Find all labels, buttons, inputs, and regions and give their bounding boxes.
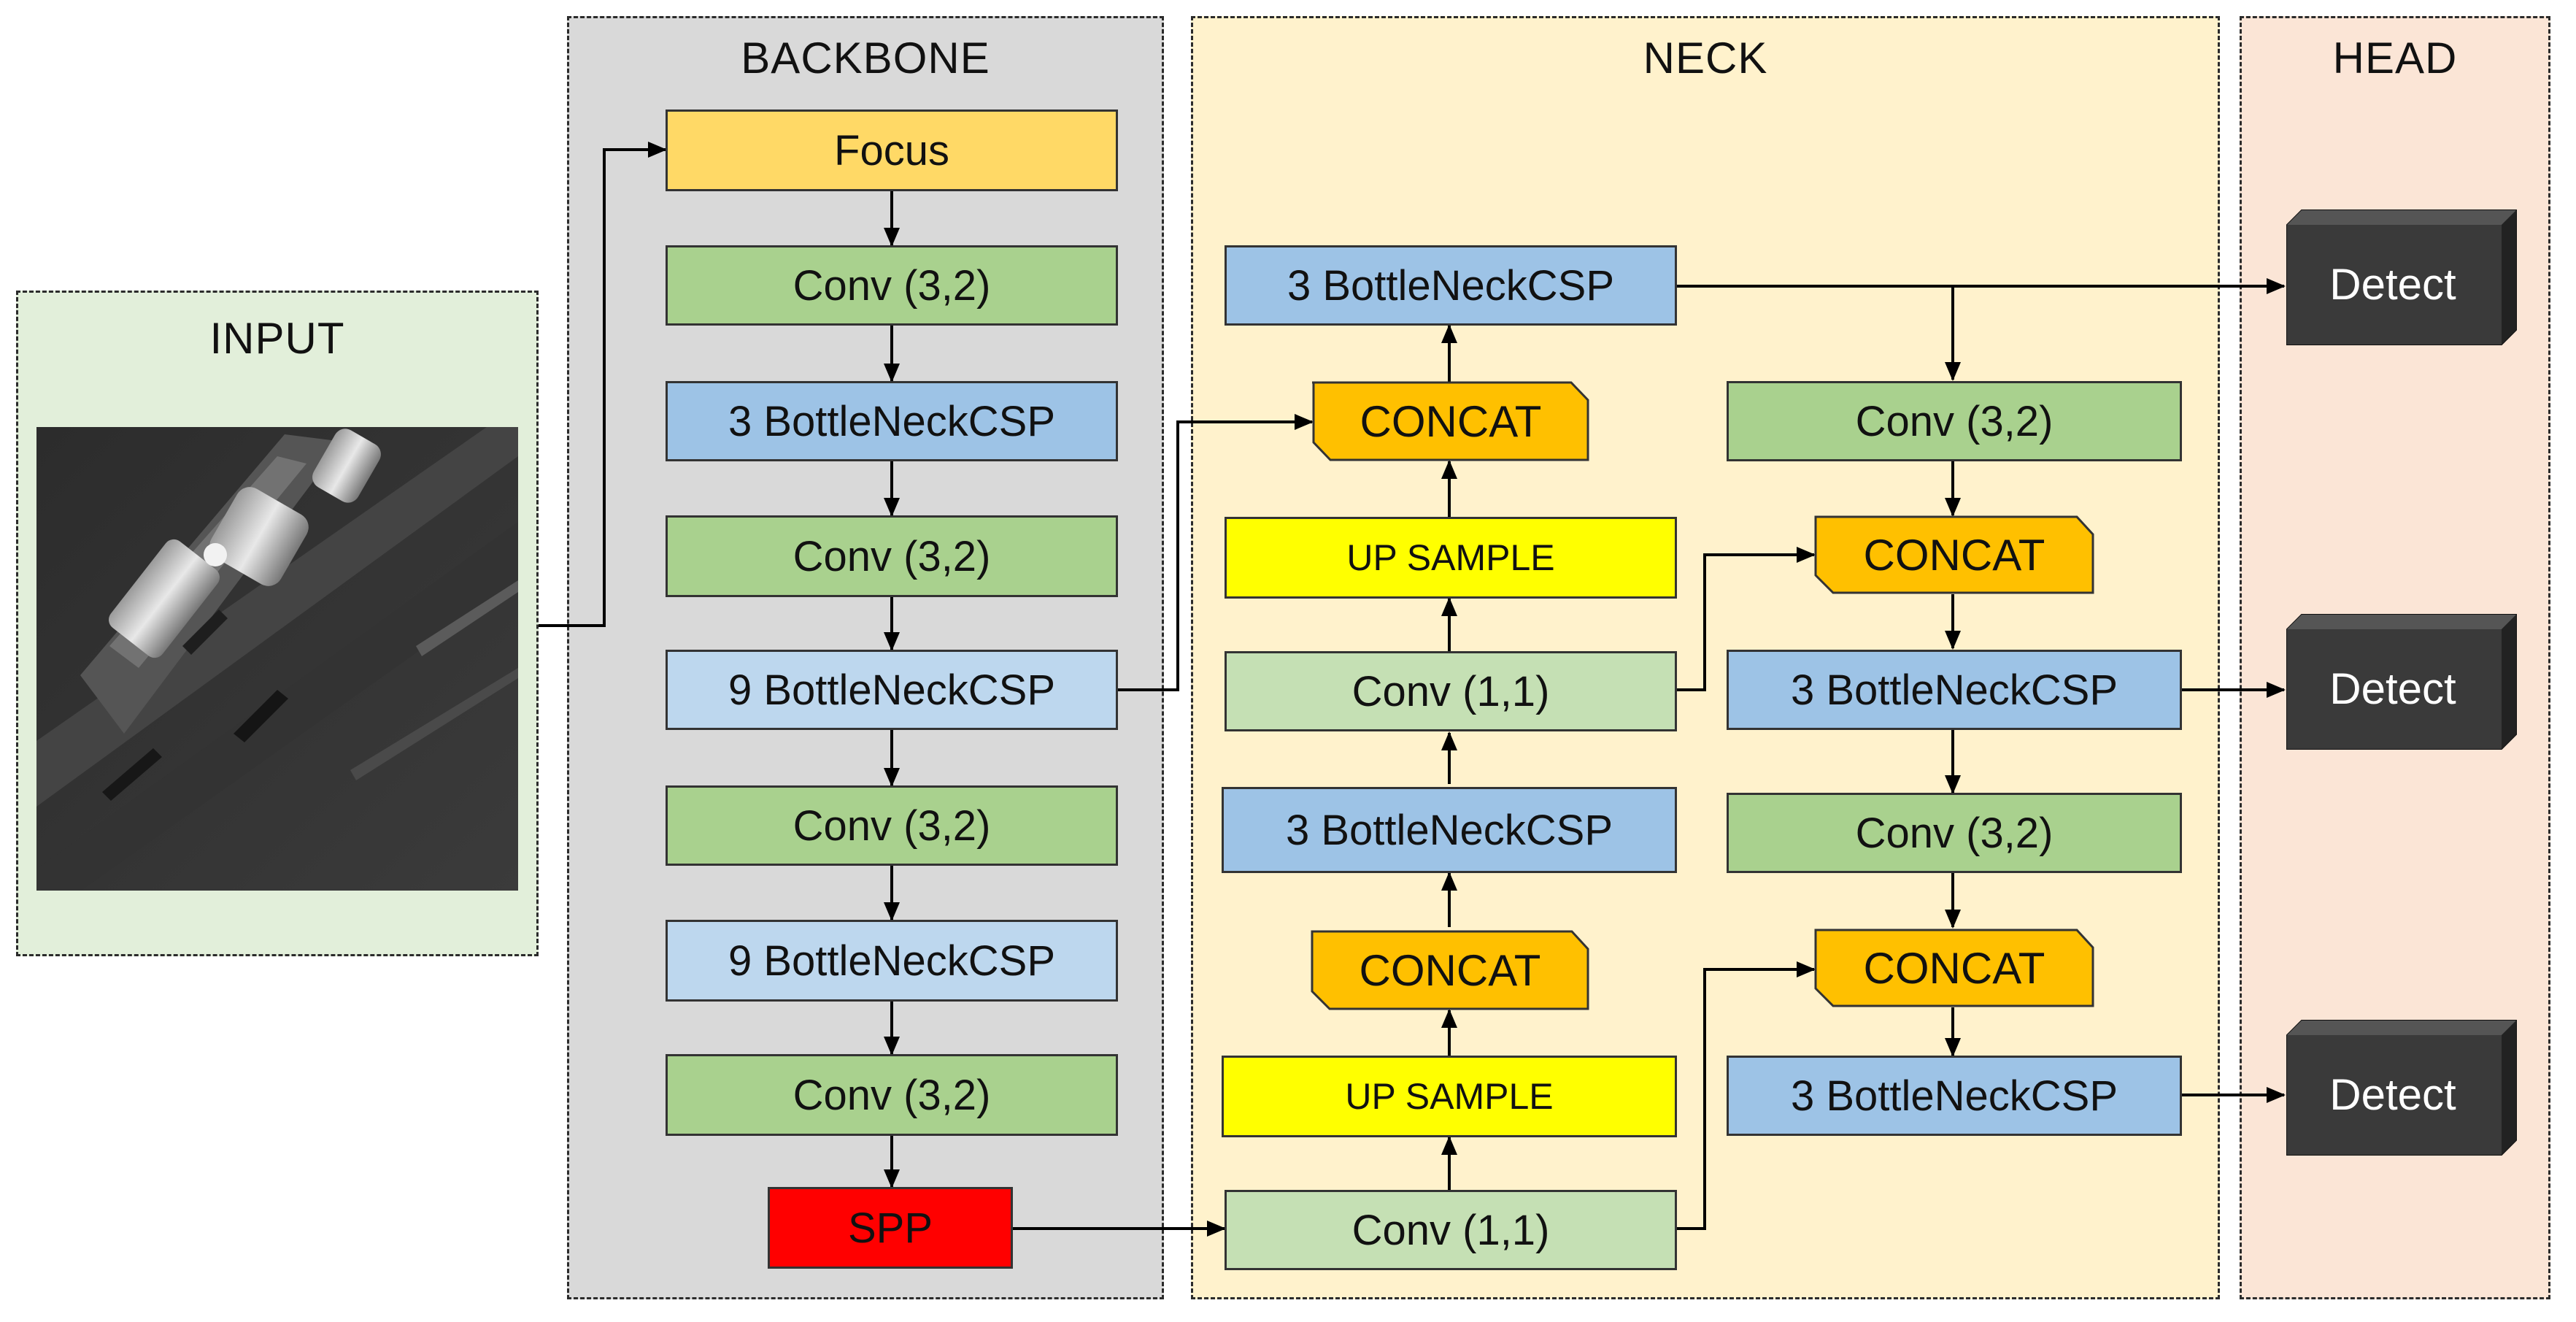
detect-block-2: Detect xyxy=(2286,613,2518,750)
input-panel-title: INPUT xyxy=(209,314,345,363)
neck-right-conv-2: Conv (3,2) xyxy=(1727,793,2182,873)
backbone-conv-1: Conv (3,2) xyxy=(666,245,1118,326)
neck-right-concat-2: CONCAT xyxy=(1814,929,2094,1007)
concat-shape xyxy=(1311,930,1589,1010)
concat-shape xyxy=(1814,929,2094,1007)
backbone-bottleneckcsp-9-b: 9 BottleNeckCSP xyxy=(666,920,1118,1002)
neck-left-conv11-top: Conv (1,1) xyxy=(1225,651,1677,731)
concat-label: CONCAT xyxy=(1359,945,1541,995)
cube-shape xyxy=(2286,210,2517,345)
detect-label: Detect xyxy=(2329,664,2456,713)
backbone-bottleneckcsp-9-a: 9 BottleNeckCSP xyxy=(666,650,1118,730)
neck-right-bottleneckcsp-2: 3 BottleNeckCSP xyxy=(1727,1056,2182,1136)
cube-shape xyxy=(2286,614,2517,750)
concat-label: CONCAT xyxy=(1360,396,1542,446)
detect-block-1: Detect xyxy=(2286,209,2518,346)
neck-left-concat-bottom: CONCAT xyxy=(1311,930,1589,1010)
concat-label: CONCAT xyxy=(1863,530,2045,580)
neck-panel-title: NECK xyxy=(1643,34,1768,82)
detect-label: Detect xyxy=(2329,259,2456,309)
neck-right-bottleneckcsp-1: 3 BottleNeckCSP xyxy=(1727,650,2182,730)
backbone-bottleneckcsp-3: 3 BottleNeckCSP xyxy=(666,381,1118,461)
neck-right-conv-1: Conv (3,2) xyxy=(1727,381,2182,461)
backbone-conv-3: Conv (3,2) xyxy=(666,785,1118,866)
backbone-conv-2: Conv (3,2) xyxy=(666,515,1118,597)
concat-shape xyxy=(1312,381,1589,461)
focus-block: Focus xyxy=(666,109,1118,191)
neck-left-bottleneckcsp-mid: 3 BottleNeckCSP xyxy=(1222,787,1677,873)
backbone-conv-4: Conv (3,2) xyxy=(666,1054,1118,1136)
head-panel-title: HEAD xyxy=(2332,34,2458,82)
neck-left-upsample-bottom: UP SAMPLE xyxy=(1222,1056,1677,1137)
neck-right-concat-1: CONCAT xyxy=(1814,515,2094,594)
concat-label: CONCAT xyxy=(1863,943,2045,993)
neck-left-upsample-top: UP SAMPLE xyxy=(1225,517,1677,599)
spp-block: SPP xyxy=(768,1187,1013,1269)
detect-block-3: Detect xyxy=(2286,1019,2518,1156)
detect-label: Detect xyxy=(2329,1069,2456,1119)
backbone-panel-title: BACKBONE xyxy=(741,34,990,82)
neck-left-concat-top: CONCAT xyxy=(1312,381,1589,461)
neck-left-conv11-bottom: Conv (1,1) xyxy=(1225,1190,1677,1270)
input-image xyxy=(36,427,518,891)
concat-shape xyxy=(1814,515,2094,594)
neck-left-bottleneckcsp-top: 3 BottleNeckCSP xyxy=(1225,245,1677,326)
cube-shape xyxy=(2286,1020,2517,1156)
